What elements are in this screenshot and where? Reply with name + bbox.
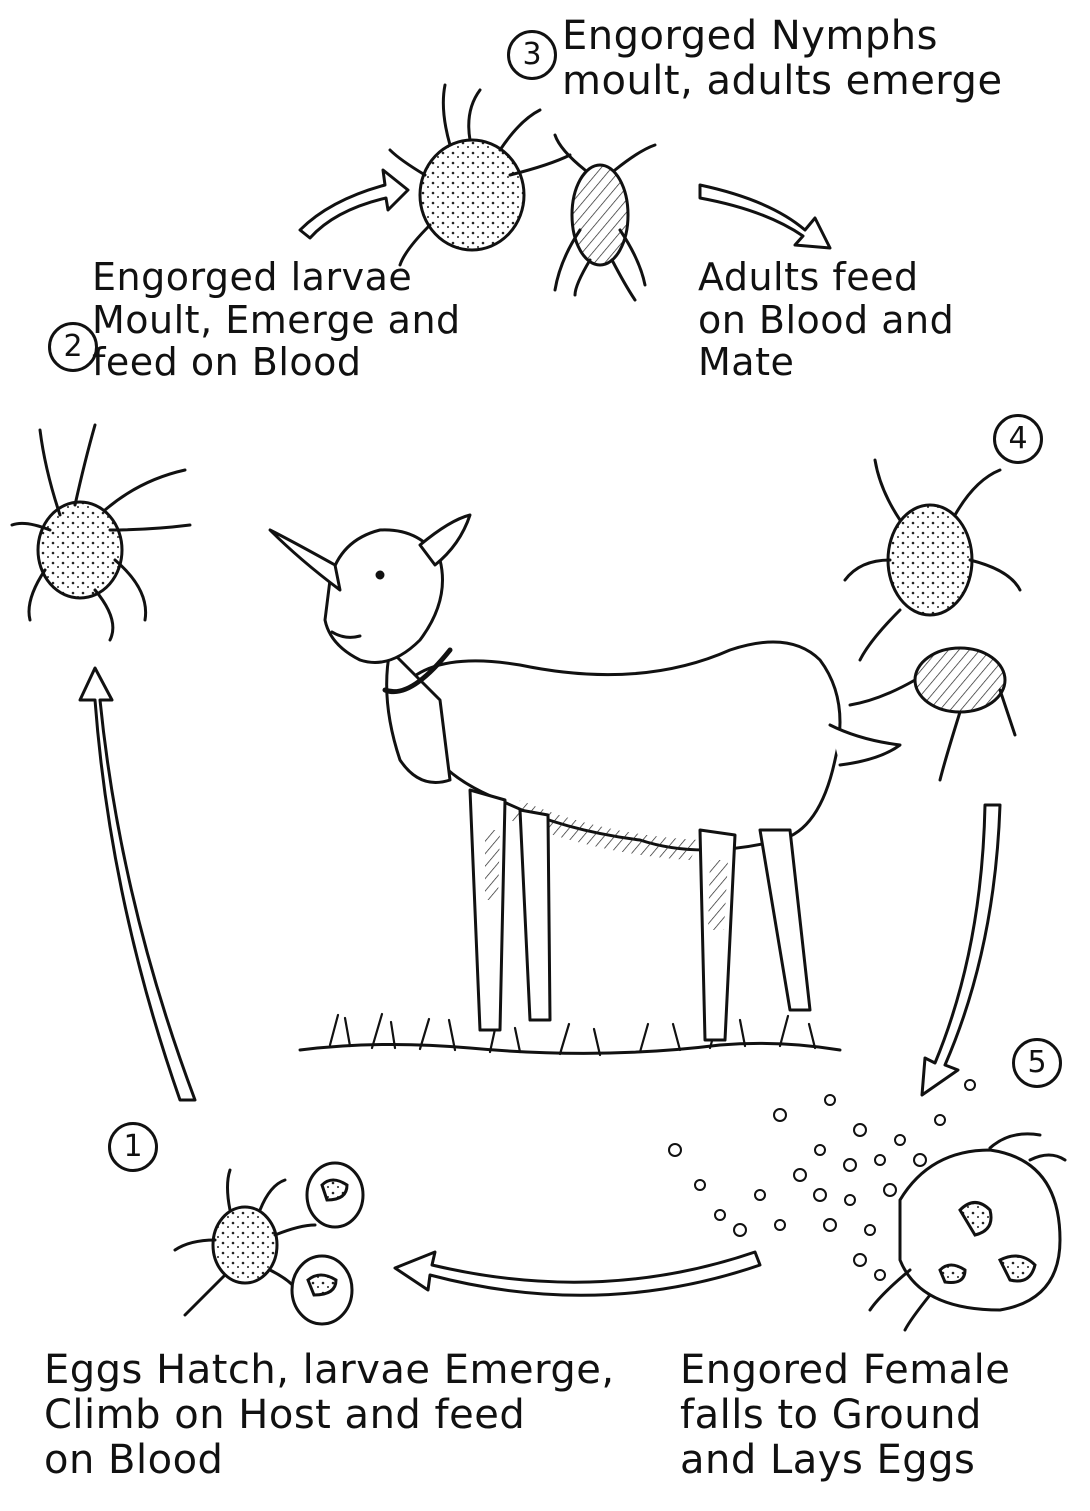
arrow-adults-to-female — [922, 805, 1000, 1095]
arrow-larvae-to-nymphs — [300, 170, 408, 238]
stage-number-5: 5 — [1012, 1038, 1062, 1088]
stage-1-label: Eggs Hatch, larvae Emerge, Climb on Host… — [44, 1348, 615, 1482]
stage-number-4: 4 — [993, 414, 1043, 464]
stage-number-1: 1 — [108, 1122, 158, 1172]
larva-tick-illustration — [12, 425, 190, 640]
stage-3-label: Engorged Nymphs moult, adults emerge — [562, 14, 1003, 104]
arrow-female-to-eggs — [395, 1252, 760, 1295]
arrow-eggs-to-larvae — [80, 668, 195, 1100]
stage-number-2: 2 — [48, 322, 98, 372]
engorged-nymph-tick-illustration — [390, 85, 570, 265]
hatching-larva-illustration — [175, 1163, 363, 1324]
stage-2-label: Engorged larvae Moult, Emerge and feed o… — [92, 256, 461, 384]
adult-tick-illustration — [555, 135, 655, 300]
mating-adult-ticks-illustration — [845, 460, 1020, 780]
arrow-nymphs-to-adults — [700, 185, 830, 248]
goat-host-illustration — [270, 515, 900, 1055]
engorged-female-tick-illustration — [870, 1134, 1065, 1330]
stage-5-label: Engored Female falls to Ground and Lays … — [680, 1348, 1010, 1482]
stage-4-label: Adults feed on Blood and Mate — [698, 256, 954, 384]
stage-number-3: 3 — [507, 30, 557, 80]
